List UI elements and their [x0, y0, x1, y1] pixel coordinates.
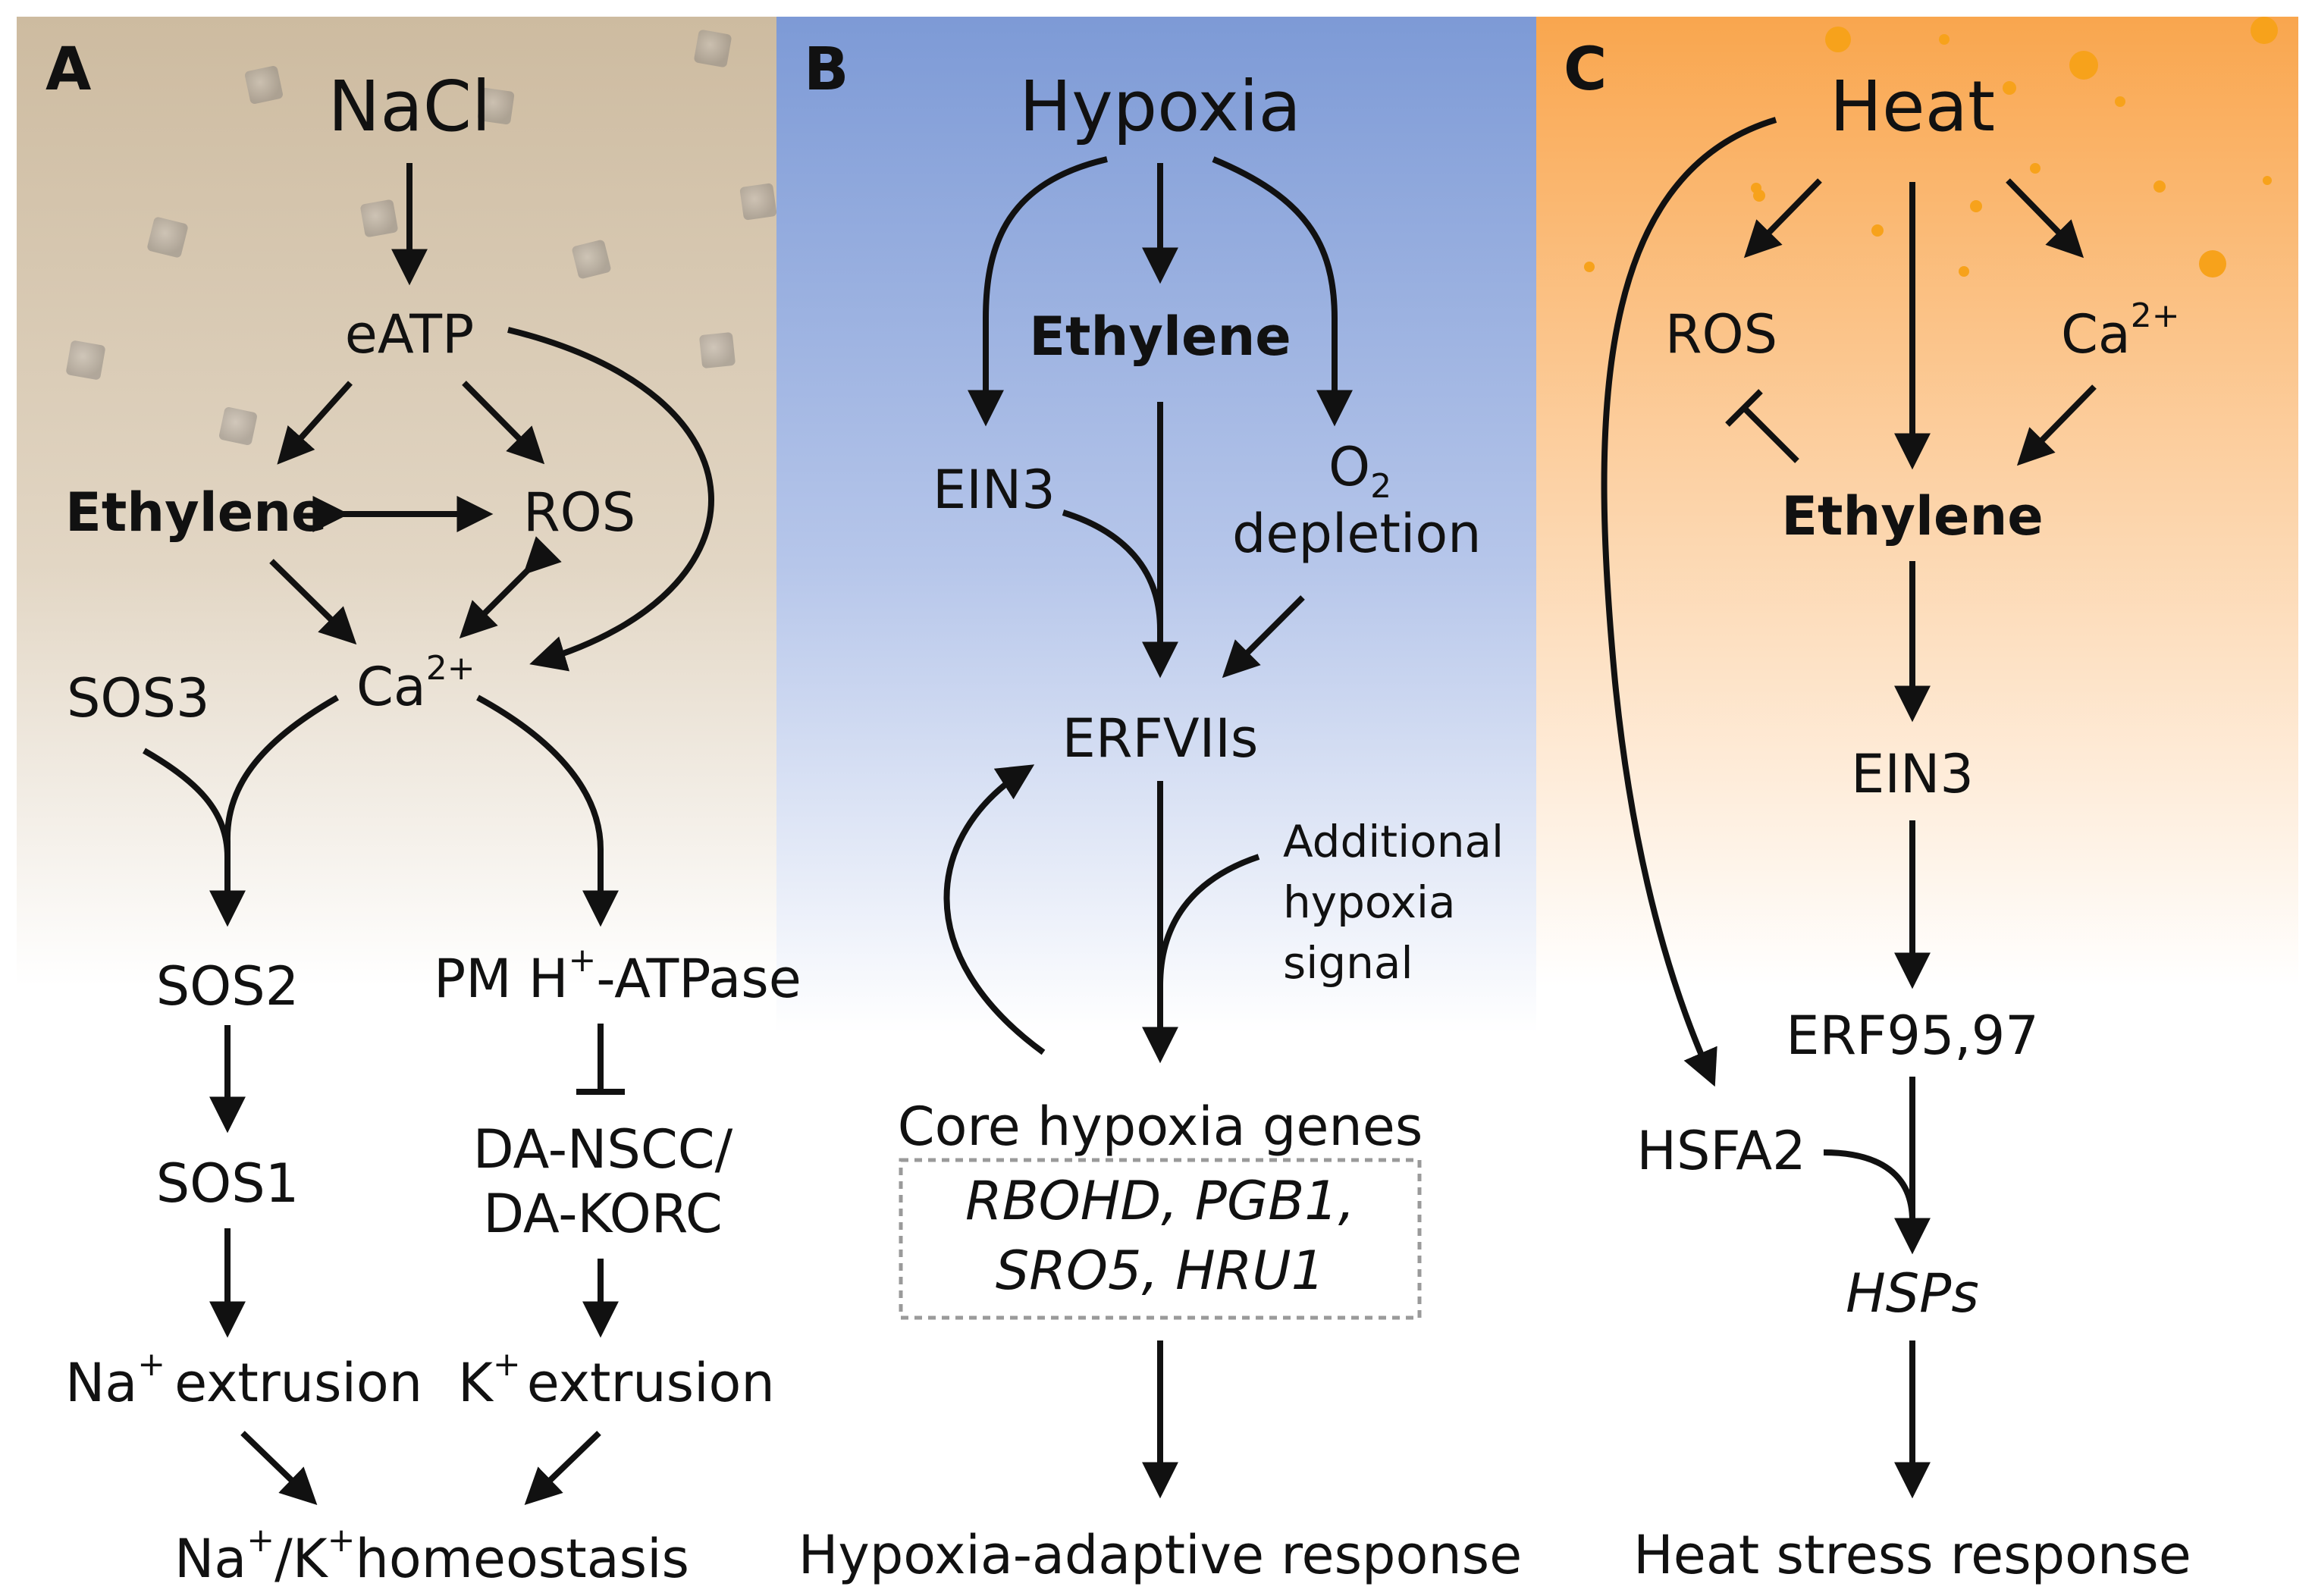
arrow-o2-erfviis: [1222, 595, 1305, 679]
panel-a-sos1: SOS1: [156, 1152, 300, 1215]
panel-b-letter: B: [804, 36, 849, 104]
arrow-hypoxia-o2: [1212, 156, 1353, 427]
panel-b-genes-line2: SRO5, HRU1: [996, 1240, 1325, 1302]
panel-b-response: Hypoxia-adaptive response: [798, 1524, 1522, 1586]
panel-b: B Hypoxia Ethylene EIN3 O2 depletion ERF…: [798, 36, 1522, 1586]
panel-c-ein3: EIN3: [1851, 743, 1974, 805]
panel-c-hsps: HSPs: [1846, 1262, 1979, 1325]
arrow-eatp-ca: [507, 327, 714, 672]
panel-c-ethylene: Ethylene: [1781, 485, 2044, 547]
panel-c-ca: Ca2+: [2061, 296, 2180, 365]
arrow-eatp-ethylene: [277, 381, 353, 465]
panel-b-genes-box: [899, 1158, 1422, 1320]
panel-b-additional-3: signal: [1283, 937, 1413, 989]
panel-a-ethylene: Ethylene: [65, 481, 328, 544]
arrow-heat-ros: [1743, 178, 1822, 259]
arrow-eatp-ros: [462, 381, 545, 465]
panel-b-additional-1: Additional: [1283, 816, 1504, 867]
panel-a-ros: ROS: [523, 481, 635, 544]
salt-crystals-decoration: [66, 30, 777, 445]
arrow-additional-signal: [1157, 854, 1260, 986]
arrow-na-homeostasis: [240, 1431, 318, 1506]
panel-c: C Heat ROS Ca2+ Ethylene EIN3 ERF95,97 H…: [1564, 36, 2191, 1586]
panel-a-letter: A: [45, 36, 91, 104]
arrow-heat-hsfa2: [1601, 117, 1777, 1087]
panel-c-stimulus: Heat: [1830, 66, 1995, 147]
panel-b-genes-line1: RBOHD, PGB1,: [965, 1170, 1355, 1232]
panel-a-da-nscc: DA-NSCC/: [473, 1118, 733, 1181]
panel-a-sos3: SOS3: [67, 667, 210, 729]
panel-a-k-extrusion: K+extrusion: [458, 1345, 775, 1414]
arrow-heat-ca: [2006, 178, 2084, 259]
panel-b-stimulus: Hypoxia: [1019, 66, 1301, 147]
panel-a-homeostasis: Na+/K+homeostasis: [174, 1521, 689, 1590]
arrow-sos3-sos2: [143, 748, 231, 858]
panel-c-response: Heat stress response: [1633, 1524, 2191, 1586]
panel-a-sos2: SOS2: [156, 955, 300, 1017]
panel-a-stimulus: NaCl: [328, 66, 491, 147]
panel-a-ca: Ca2+: [356, 649, 475, 718]
arrow-ca-ethylene: [2016, 384, 2097, 466]
panel-b-additional-2: hypoxia: [1283, 876, 1456, 928]
panel-b-o2: O2: [1328, 436, 1391, 506]
panel-a: A NaCl eATP Ethylene ROS Ca2+ SOS3 SOS2 …: [45, 36, 801, 1590]
arrow-hsfa2-hsps: [1823, 1149, 1915, 1221]
panel-c-hsfa2: HSFA2: [1636, 1120, 1805, 1182]
arrow-hypoxia-ein3: [968, 156, 1108, 427]
arrow-feedback-erfviis: [943, 764, 1046, 1055]
panel-a-eatp: eATP: [345, 303, 475, 365]
panel-b-ein3: EIN3: [933, 459, 1056, 521]
panel-b-core-genes: Core hypoxia genes: [898, 1096, 1423, 1158]
inhibit-pm-danscc: [576, 1024, 625, 1095]
panel-b-depletion: depletion: [1232, 503, 1482, 565]
panel-b-erfviis: ERFVIIs: [1062, 707, 1259, 770]
inhibit-ethylene-ros: [1725, 389, 1799, 463]
panel-a-da-korc: DA-KORC: [483, 1183, 722, 1245]
panel-b-background: [776, 17, 1536, 1581]
panel-b-ethylene: Ethylene: [1029, 306, 1291, 368]
arrow-ethylene-ca: [269, 559, 357, 645]
panel-a-na-extrusion: Na+extrusion: [65, 1345, 422, 1414]
arrow-ca-pm-atpase: [476, 695, 619, 927]
arrow-ca-sos2: [209, 695, 339, 927]
arrow-k-homeostasis: [524, 1431, 601, 1506]
panel-c-erf: ERF95,97: [1786, 1005, 2039, 1067]
panel-c-letter: C: [1564, 36, 1607, 104]
arrow-ein3-erfviis: [1062, 510, 1163, 630]
panel-a-pm-atpase: PM H+-ATPase: [434, 941, 801, 1010]
panel-a-background: [17, 17, 776, 1581]
panel-c-ros: ROS: [1665, 303, 1777, 365]
heat-particles-decoration: [1584, 17, 2278, 277]
panel-c-background: [1536, 17, 2298, 1581]
arrow-ros-ca: [459, 536, 562, 639]
